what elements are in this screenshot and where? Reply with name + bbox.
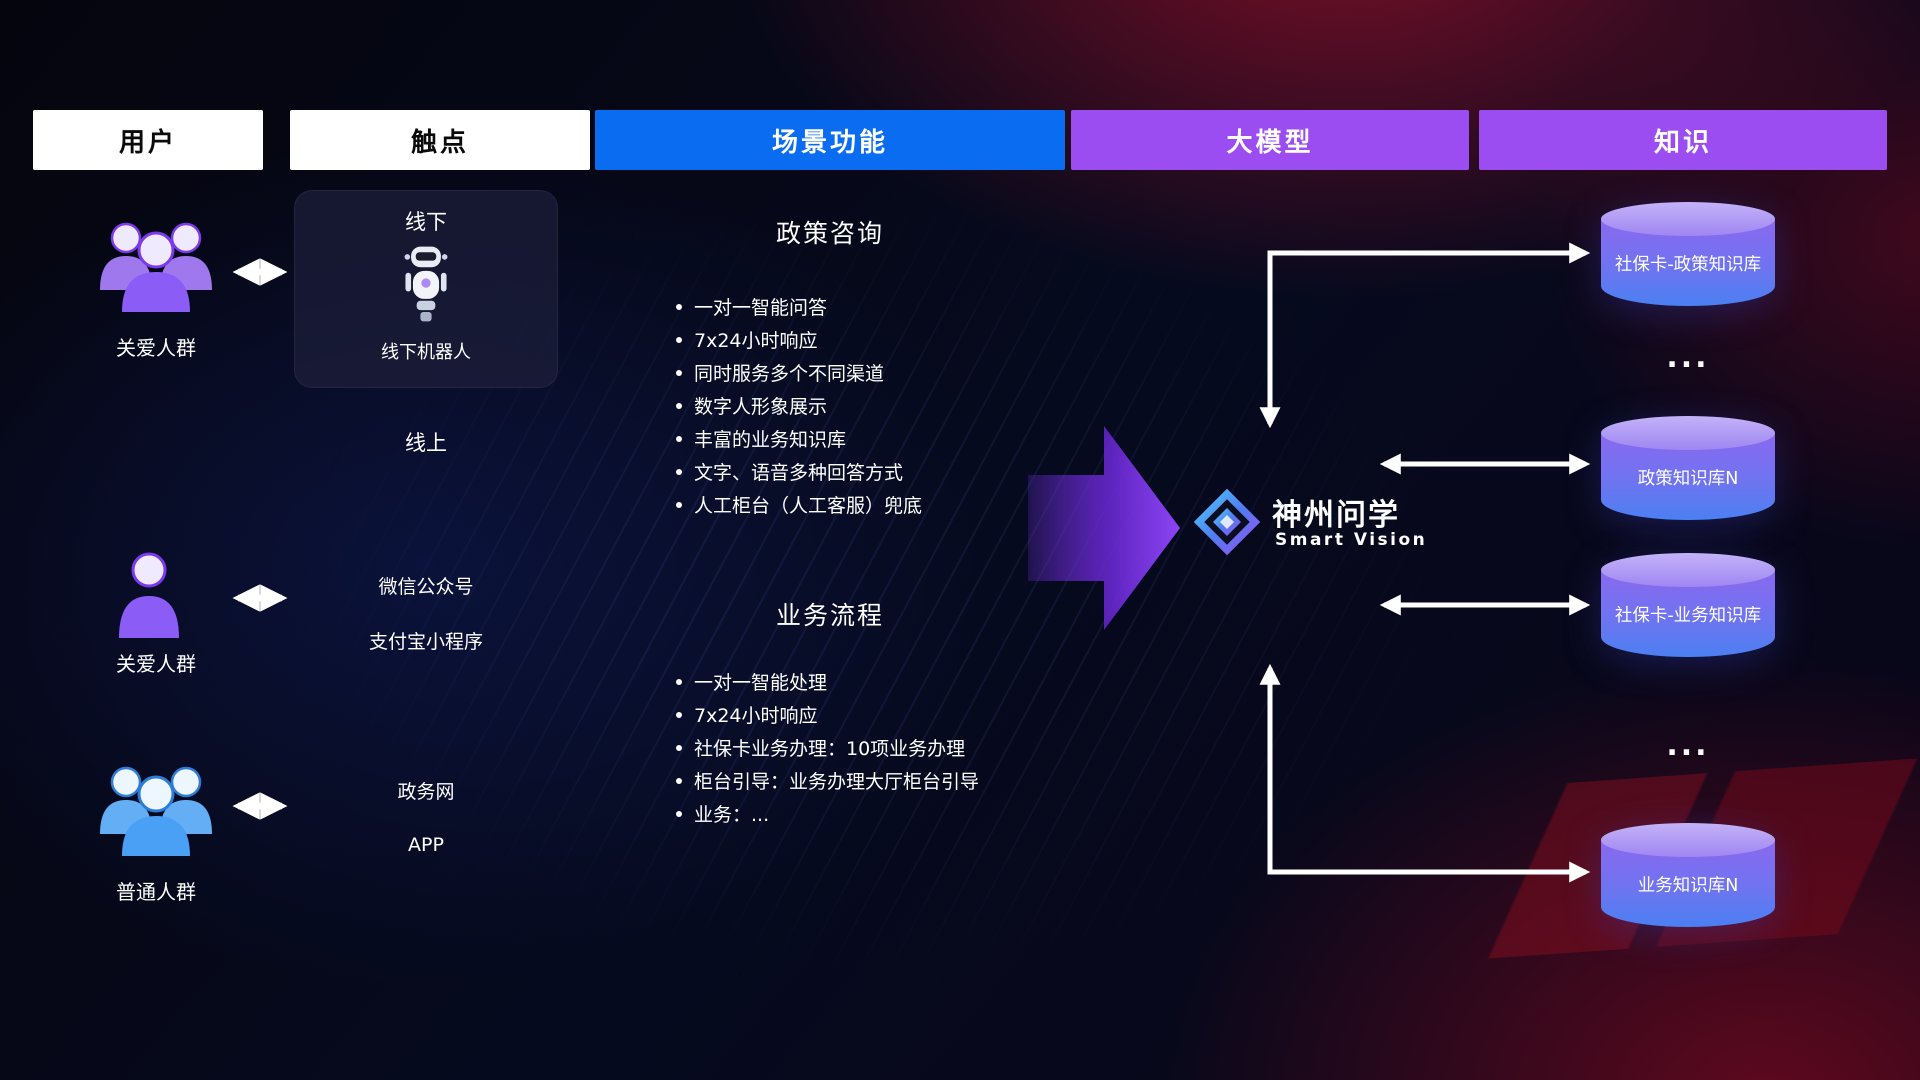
header-scene-functions-label: 场景功能 xyxy=(771,127,888,158)
knowledge-ellipsis: ... xyxy=(1666,340,1710,375)
knowledge-ellipsis: ... xyxy=(1666,728,1710,763)
bullet-dot xyxy=(676,468,682,475)
user-single-icon xyxy=(119,552,179,638)
user-group-blue-icon xyxy=(100,766,212,856)
bullet-text: 一对一智能处理 xyxy=(694,672,828,694)
bullet-item: 业务：... xyxy=(676,797,979,830)
header-touchpoints: 触点 xyxy=(290,110,590,170)
brand-logo-icon xyxy=(1193,488,1261,556)
bullet-item: 一对一智能处理 xyxy=(676,665,979,698)
bullet-dot xyxy=(676,810,682,817)
kb-label: 业务知识库N xyxy=(1637,875,1739,896)
bullet-text: 一对一智能问答 xyxy=(694,297,828,319)
header-scene-functions: 场景功能 xyxy=(595,110,1065,170)
connector-elbow-bottom xyxy=(1259,663,1591,883)
bullet-item: 丰富的业务知识库 xyxy=(676,422,922,455)
bullet-text: 柜台引导：业务办理大厅柜台引导 xyxy=(694,771,980,793)
bullet-dot xyxy=(676,435,682,442)
user-group-icon xyxy=(100,222,212,312)
header-knowledge: 知识 xyxy=(1479,110,1887,170)
bullet-item: 社保卡业务办理：10项业务办理 xyxy=(676,731,979,764)
cylinder-top xyxy=(1601,553,1775,587)
flow-arrow xyxy=(1028,426,1180,630)
bullet-dot xyxy=(676,369,682,376)
header-users-label: 用户 xyxy=(118,127,177,158)
bullet-dot xyxy=(676,402,682,409)
offline-robot-label: 线下机器人 xyxy=(381,342,471,363)
business-bullet-list: 一对一智能处理 7x24小时响应 社保卡业务办理：10项业务办理 柜台引导：业务… xyxy=(676,665,979,830)
gov-web-channel-label: 政务网 xyxy=(397,781,455,803)
robot-icon xyxy=(404,246,448,322)
brand-name: 神州问学 xyxy=(1272,498,1400,533)
cylinder-top xyxy=(1601,416,1775,450)
bullet-item: 数字人形象展示 xyxy=(676,389,922,422)
policy-bullet-list: 一对一智能问答 7x24小时响应 同时服务多个不同渠道 数字人形象展示 丰富的业… xyxy=(676,290,922,521)
bullet-text: 人工柜台（人工客服）兜底 xyxy=(694,495,923,517)
bullet-dot xyxy=(676,678,682,685)
bullet-item: 7x24小时响应 xyxy=(676,323,922,356)
brand-subtitle: Smart Vision xyxy=(1275,530,1428,550)
user-group-label: 关爱人群 xyxy=(116,336,196,360)
scene-title-policy: 政策咨询 xyxy=(775,219,884,248)
bullet-item: 柜台引导：业务办理大厅柜台引导 xyxy=(676,764,979,797)
bullet-text: 文字、语音多种回答方式 xyxy=(694,462,904,484)
bullet-dot xyxy=(676,336,682,343)
alipay-channel-label: 支付宝小程序 xyxy=(368,631,483,653)
bullet-item: 一对一智能问答 xyxy=(676,290,922,323)
bullet-text: 7x24小时响应 xyxy=(694,330,818,352)
kb-cylinder-policy-n: 政策知识库N xyxy=(1601,416,1775,520)
offline-touchpoint-card: 线下 线下机器人 xyxy=(294,190,558,388)
bullet-text: 业务：... xyxy=(694,804,770,826)
header-large-model: 大模型 xyxy=(1071,110,1469,170)
bullet-dot xyxy=(676,711,682,718)
bullet-text: 丰富的业务知识库 xyxy=(694,429,847,451)
bullet-item: 文字、语音多种回答方式 xyxy=(676,455,922,488)
bullet-item: 同时服务多个不同渠道 xyxy=(676,356,922,389)
bullet-text: 同时服务多个不同渠道 xyxy=(694,363,885,385)
cylinder-top xyxy=(1601,202,1775,236)
bullet-text: 7x24小时响应 xyxy=(694,705,818,727)
bullet-text: 社保卡业务办理：10项业务办理 xyxy=(694,738,966,760)
app-channel-label: APP xyxy=(408,834,444,856)
header-users: 用户 xyxy=(33,110,263,170)
bullet-dot xyxy=(676,777,682,784)
bullet-dot xyxy=(676,501,682,508)
bullet-dot xyxy=(676,744,682,751)
bullet-text: 数字人形象展示 xyxy=(694,396,828,418)
bullet-item: 人工柜台（人工客服）兜底 xyxy=(676,488,922,521)
online-title: 线上 xyxy=(405,431,447,455)
header-touchpoints-label: 触点 xyxy=(410,127,469,158)
kb-label: 社保卡-政策知识库 xyxy=(1614,254,1762,275)
kb-cylinder-socialcard-business: 社保卡-业务知识库 xyxy=(1601,553,1775,657)
kb-cylinder-business-n: 业务知识库N xyxy=(1601,823,1775,927)
connector-elbow-top xyxy=(1259,242,1591,429)
bullet-item: 7x24小时响应 xyxy=(676,698,979,731)
header-knowledge-label: 知识 xyxy=(1653,127,1712,158)
cylinder-top xyxy=(1601,823,1775,857)
user-general-label: 普通人群 xyxy=(116,880,196,904)
offline-title: 线下 xyxy=(405,210,447,234)
wechat-channel-label: 微信公众号 xyxy=(378,576,474,598)
kb-label: 社保卡-业务知识库 xyxy=(1614,605,1762,626)
kb-cylinder-socialcard-policy: 社保卡-政策知识库 xyxy=(1601,202,1775,306)
kb-label: 政策知识库N xyxy=(1637,468,1739,489)
bullet-dot xyxy=(676,303,682,310)
scene-title-business: 业务流程 xyxy=(775,601,884,630)
user-single-label: 关爱人群 xyxy=(116,652,196,676)
header-large-model-label: 大模型 xyxy=(1226,127,1314,158)
